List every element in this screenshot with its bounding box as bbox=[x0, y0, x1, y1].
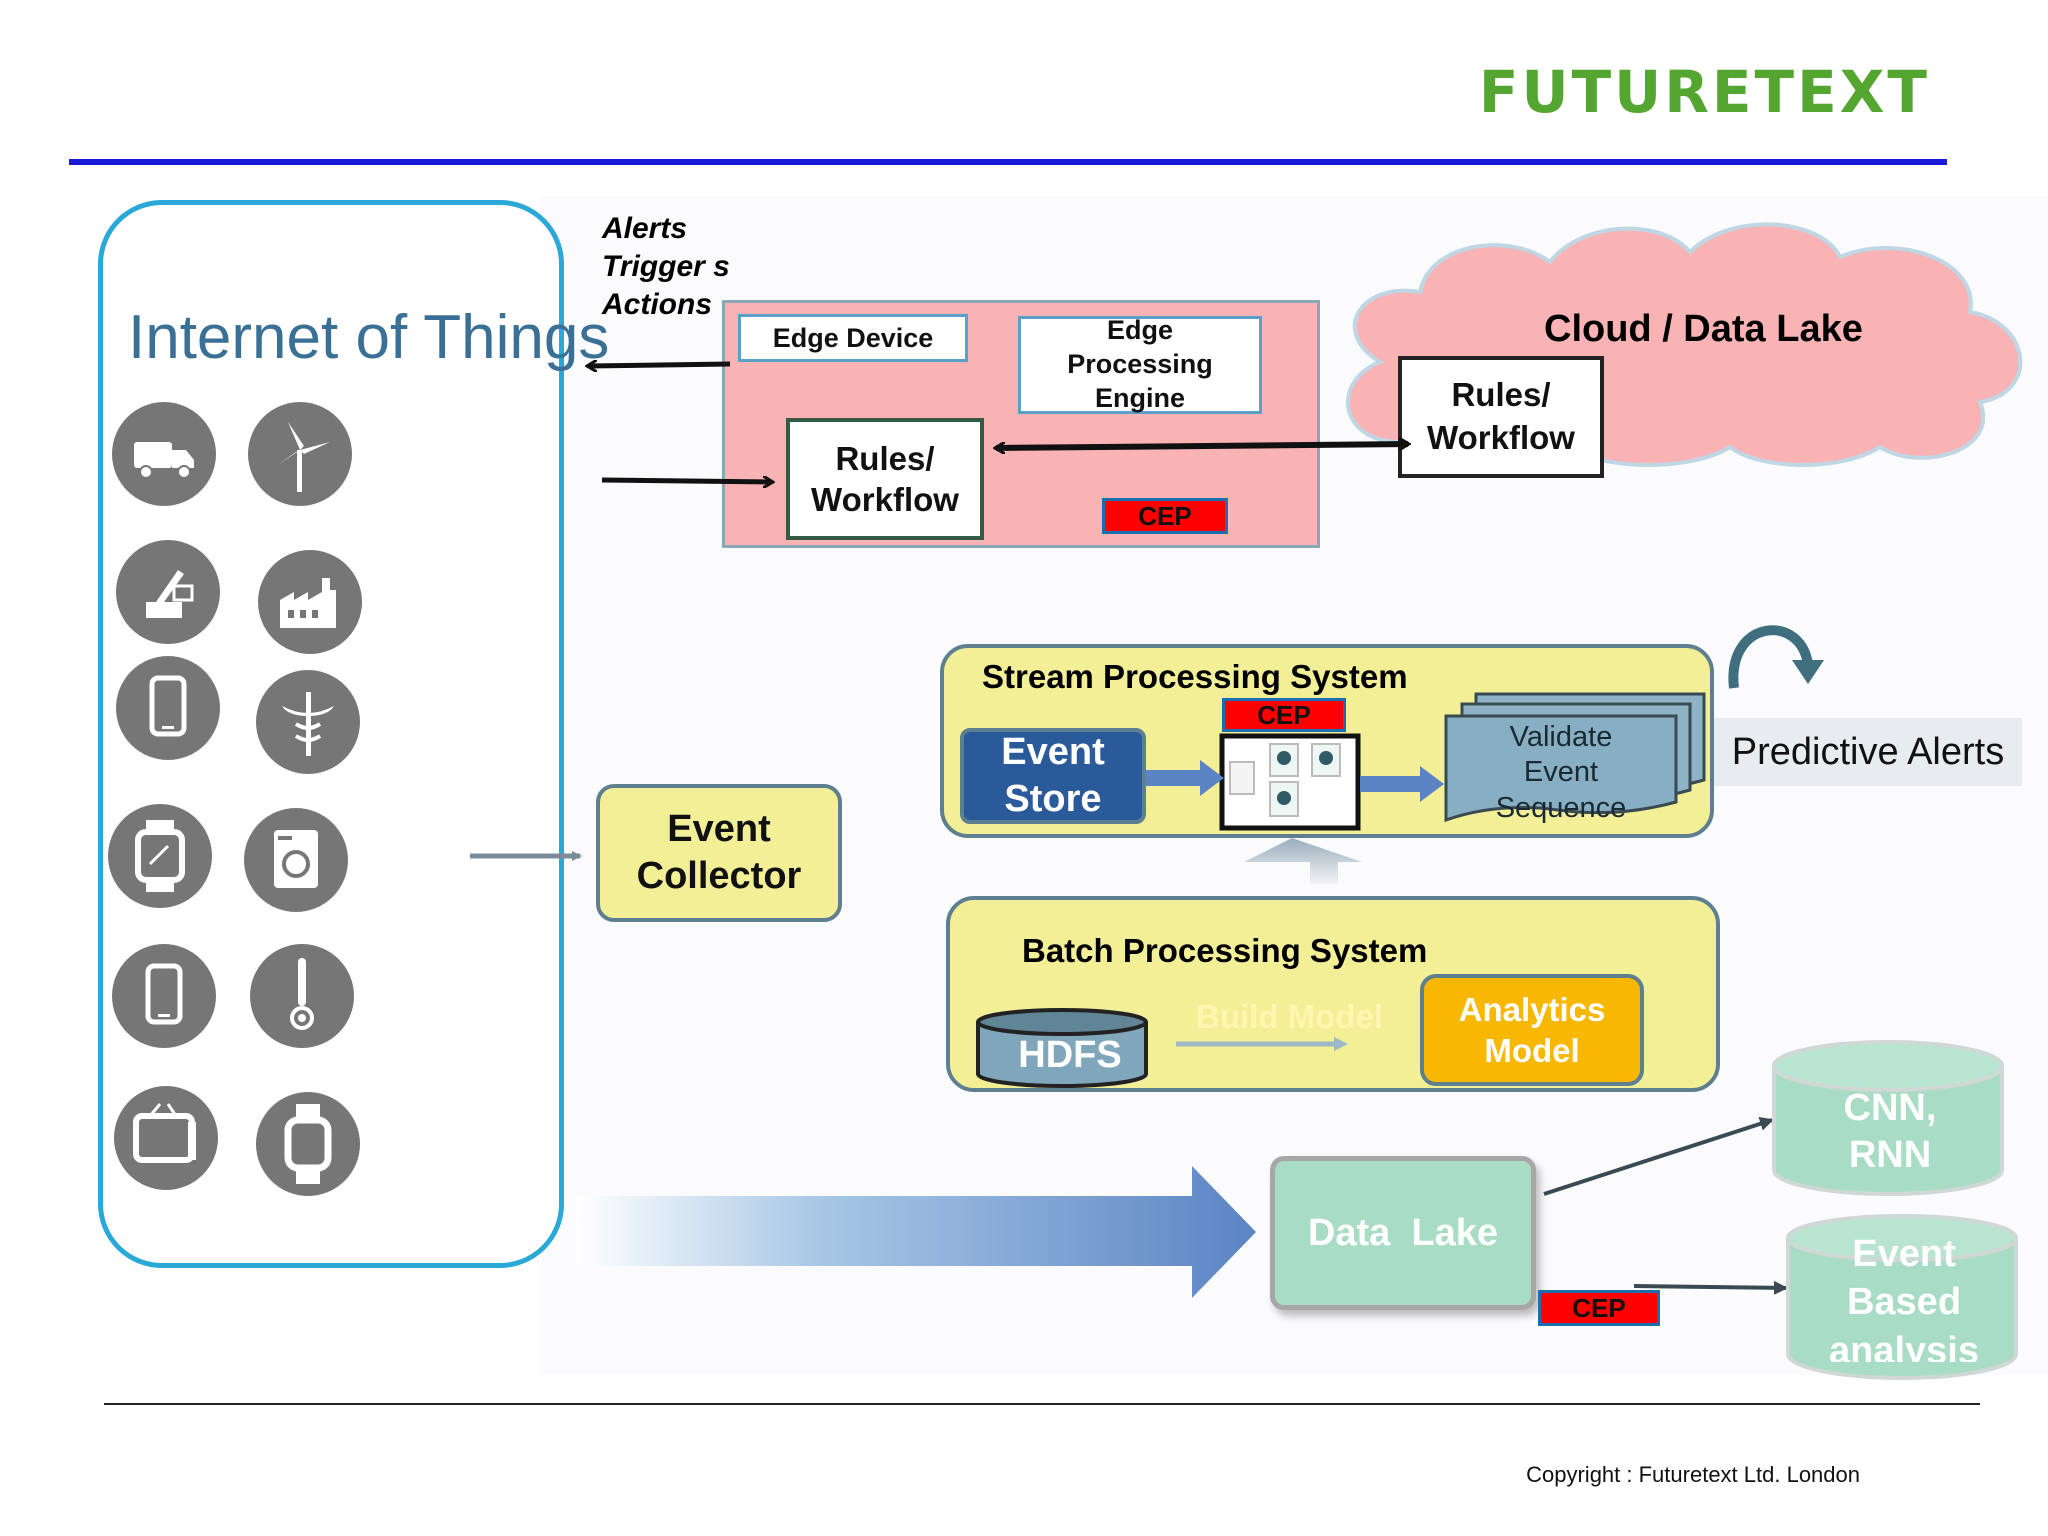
thermometer-icon bbox=[250, 944, 354, 1048]
cnn-rnn-cylinder bbox=[1772, 1040, 2004, 1196]
event-store-box: Event Store bbox=[960, 728, 1146, 824]
hdfs-label: HDFS bbox=[1018, 1033, 1122, 1076]
event-based-analysis-label: Event Based analysis bbox=[1829, 1233, 1979, 1362]
data-lake-cep-badge: CEP bbox=[1538, 1290, 1660, 1326]
cloud-rules-workflow-box: Rules/ Workflow bbox=[1398, 356, 1604, 478]
event-collector-box: Event Collector bbox=[596, 784, 842, 922]
edge-rules-workflow-box: Rules/ Workflow bbox=[786, 418, 984, 540]
build-model-label: Build Model bbox=[1196, 998, 1383, 1035]
cloud-title: Cloud / Data Lake bbox=[1544, 308, 1863, 350]
futuretext-logo: FUTURETEXT bbox=[1478, 58, 1930, 126]
edge-cep-badge: CEP bbox=[1102, 498, 1228, 534]
data-lake-box: Data Lake bbox=[1270, 1156, 1536, 1310]
truck-icon bbox=[112, 402, 216, 506]
edge-device-box: Edge Device bbox=[738, 314, 968, 362]
iot-title: Internet of Things bbox=[128, 303, 610, 372]
factory-icon bbox=[258, 550, 362, 654]
crane-icon bbox=[116, 540, 220, 644]
cep-pattern-icon bbox=[1219, 733, 1361, 831]
washing-machine-icon bbox=[244, 808, 348, 912]
validate-stack bbox=[1444, 692, 1706, 823]
batch-processing-title: Batch Processing System bbox=[1022, 932, 1428, 969]
edge-processing-engine-box: Edge Processing Engine bbox=[1018, 315, 1262, 414]
stream-cep-badge: CEP bbox=[1222, 698, 1346, 732]
mobile-phone-icon-2 bbox=[112, 944, 216, 1048]
television-icon bbox=[114, 1086, 218, 1190]
copyright-text: Copyright : Futuretext Ltd. London bbox=[1526, 1462, 1860, 1487]
analytics-model-box: Analytics Model bbox=[1420, 974, 1644, 1086]
alerts-label: Alerts bbox=[602, 212, 688, 245]
header-divider bbox=[69, 159, 1947, 165]
triggers-label: Trigger s bbox=[602, 250, 730, 283]
predictive-alerts-box: Predictive Alerts bbox=[1714, 718, 2022, 786]
wearable-band-icon bbox=[256, 1092, 360, 1196]
stream-processing-title: Stream Processing System bbox=[982, 658, 1408, 695]
cnn-rnn-label: CNN, RNN bbox=[1843, 1086, 1937, 1177]
actions-label: Actions bbox=[602, 288, 713, 321]
medical-caduceus-icon bbox=[256, 670, 360, 774]
hdfs-cylinder bbox=[976, 1008, 1148, 1088]
mobile-phone-icon bbox=[116, 656, 220, 760]
footer-divider bbox=[104, 1403, 1980, 1405]
build-model-arrow bbox=[1176, 1037, 1348, 1051]
validate-event-sequence-label: Validate Event Sequence bbox=[1495, 720, 1627, 824]
smartwatch-icon bbox=[108, 804, 212, 908]
wind-turbine-icon bbox=[248, 402, 352, 506]
event-based-cylinder bbox=[1786, 1214, 2018, 1380]
